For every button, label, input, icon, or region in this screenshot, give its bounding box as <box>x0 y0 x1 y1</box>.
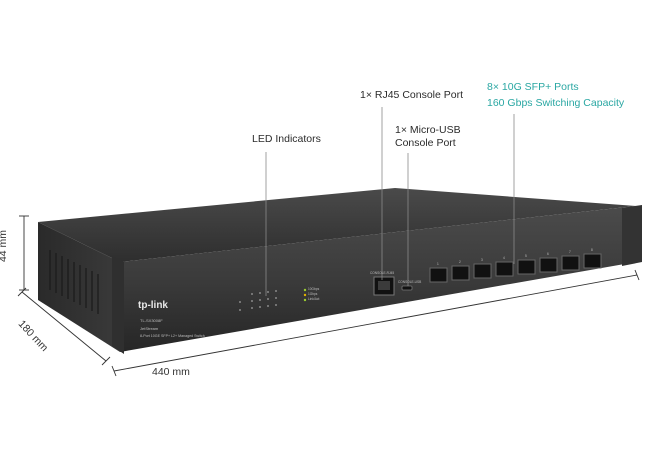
dimension-width: 440 mm <box>152 366 190 378</box>
brand-logo: tp-link <box>138 300 168 311</box>
legend-link: Link/Act <box>308 297 320 301</box>
callout-sfp-ports: 8× 10G SFP+ Ports <box>487 81 579 93</box>
port-number: 7 <box>569 250 571 254</box>
switch-left-side <box>38 222 120 352</box>
callout-switching-capacity: 160 Gbps Switching Capacity <box>487 97 625 109</box>
port-number: 4 <box>503 256 505 260</box>
console-usb-label: CONSOLE-USB <box>398 280 422 284</box>
rack-ear-left <box>112 256 124 354</box>
port-number: 2 <box>459 260 461 264</box>
series-label: JetStream <box>140 326 159 331</box>
side-vents <box>49 250 99 314</box>
legend-10g: 10Gbps <box>308 287 320 291</box>
callout-led-indicators: LED Indicators <box>252 133 321 145</box>
dimension-height: 44 mm <box>0 229 10 263</box>
port-number: 1 <box>437 262 439 266</box>
model-label: TL-SX3008F <box>140 318 163 323</box>
sfp-port-row <box>429 253 602 283</box>
dimension-lines <box>17 215 640 377</box>
callout-usb-line1: 1× Micro-USB <box>395 124 461 136</box>
port-number: 6 <box>547 252 549 256</box>
callout-lines <box>265 107 515 296</box>
rj45-console-port <box>373 276 395 296</box>
callout-rj45-console: 1× RJ45 Console Port <box>360 89 464 101</box>
port-number: 8 <box>591 248 593 252</box>
port-number: 5 <box>525 254 527 258</box>
legend-dot-link <box>303 298 307 302</box>
legend-dot-10g <box>303 288 307 292</box>
legend-1g: 1Gbps <box>308 292 318 296</box>
legend-dot-1g <box>303 293 307 297</box>
switch-top-surface <box>38 188 636 262</box>
port-number: 3 <box>481 258 483 262</box>
micro-usb-port <box>401 285 413 291</box>
console-rj45-label: CONSOLE-RJ45 <box>370 271 395 275</box>
callout-usb-line2: Console Port <box>395 137 456 149</box>
description-label: 8-Port 10GE SFP+ L2+ Managed Switch <box>140 334 205 338</box>
rack-ear-right <box>622 205 642 266</box>
led-indicator-grid <box>239 290 277 311</box>
